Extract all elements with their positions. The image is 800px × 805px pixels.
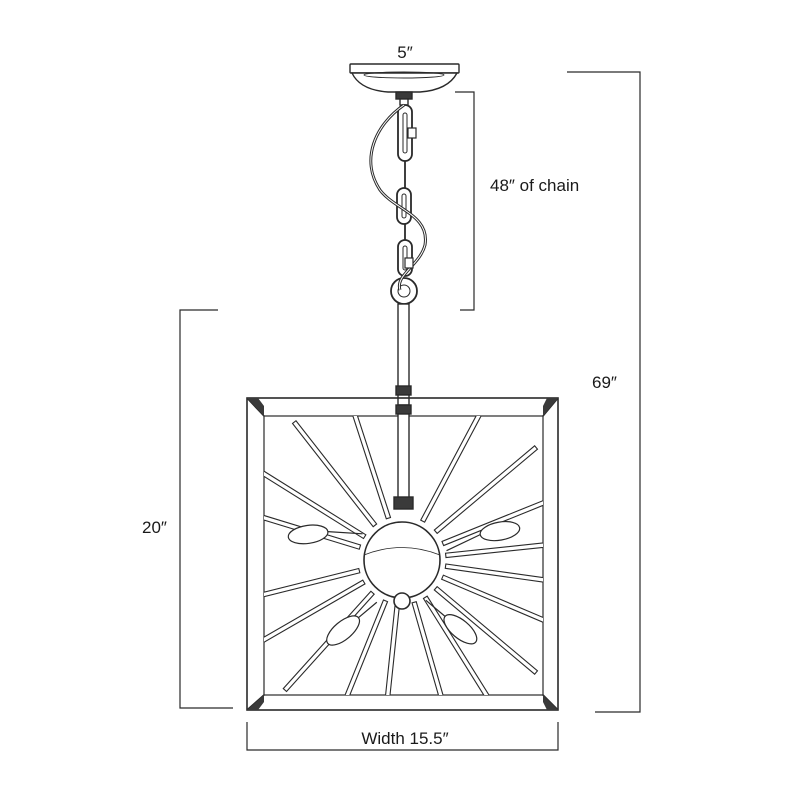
bulb-right	[446, 521, 521, 552]
overall-height-label: 69″	[592, 373, 617, 392]
center-sphere	[363, 521, 441, 610]
bulb-lower-right	[425, 599, 478, 645]
ray-2	[264, 470, 367, 540]
ray-14	[385, 602, 401, 695]
canopy-width-label: 5″	[397, 43, 412, 62]
bulb-left	[287, 524, 363, 545]
ray-10	[440, 574, 543, 623]
ray-6	[433, 445, 539, 535]
chain-length-bracket	[455, 91, 475, 311]
overall-height-bracket	[567, 71, 641, 713]
sunburst-rays	[264, 416, 543, 695]
fixture-height-label: 20″	[142, 518, 167, 537]
ray-17	[264, 579, 366, 643]
square-frame	[246, 397, 559, 711]
fixture-height-bracket	[179, 309, 233, 709]
ray-3	[291, 419, 378, 528]
ceiling-canopy	[349, 63, 460, 106]
bulb-lower-left	[326, 601, 378, 646]
ray-15	[344, 599, 389, 695]
fixture-width-bracket	[246, 722, 559, 751]
dimension-lines	[179, 71, 641, 751]
ray-13	[411, 601, 444, 695]
inner-rod	[393, 413, 414, 510]
ray-18	[264, 567, 361, 598]
downrod	[395, 303, 412, 415]
ray-4	[352, 416, 392, 520]
bulbs	[287, 521, 521, 646]
ray-8	[444, 542, 543, 559]
ray-9	[444, 563, 543, 583]
chain	[369, 103, 427, 305]
ray-12	[422, 595, 490, 695]
fixture-width-label: Width 15.5″	[361, 729, 448, 748]
ray-5	[419, 416, 482, 523]
chain-length-label: 48″ of chain	[490, 176, 579, 195]
ray-11	[433, 585, 539, 675]
